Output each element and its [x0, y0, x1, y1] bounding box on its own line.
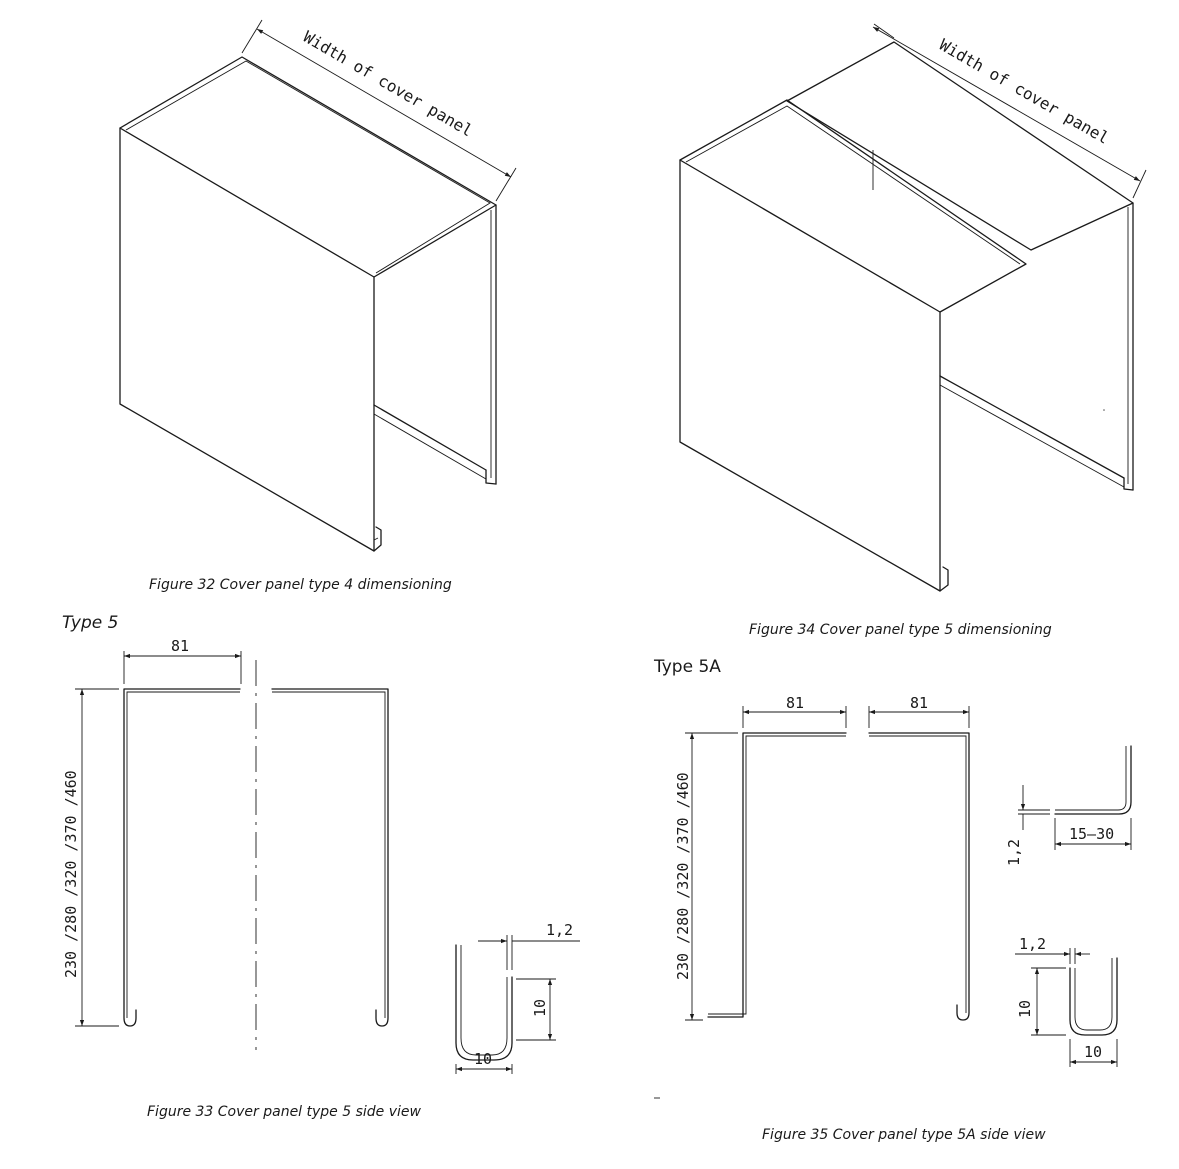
fig35-thickness-top-dim: 1,2	[1005, 839, 1023, 866]
fig35-top-flange-right-dim: 81	[910, 694, 928, 712]
figure-33-type5-side-view: 81 230 /280 /320 /370 /460 1,2 10 10	[62, 637, 580, 1074]
fig33-hook-height-dim: 10	[531, 999, 549, 1017]
type5-heading: Type 5	[62, 613, 118, 633]
fig35-lip-length-dim: 15–30	[1069, 825, 1114, 843]
figure-32-isometric-type4: Width of cover panel	[119, 19, 517, 552]
fig35-heights-dim: 230 /280 /320 /370 /460	[674, 772, 692, 980]
fig35-hook-height-dim: 10	[1016, 1000, 1034, 1018]
fig32-width-label: Width of cover panel	[300, 27, 476, 140]
fig34-caption: Figure 34 Cover panel type 5 dimensionin…	[749, 622, 1052, 638]
fig35-thickness-bottom-dim: 1,2	[1019, 935, 1046, 953]
fig35-caption: Figure 35 Cover panel type 5A side view	[762, 1127, 1046, 1143]
fig33-heights-dim: 230 /280 /320 /370 /460	[62, 770, 80, 978]
fig33-top-flange-dim: 81	[171, 637, 189, 655]
fig33-thickness-dim: 1,2	[546, 921, 573, 939]
fig33-caption: Figure 33 Cover panel type 5 side view	[147, 1104, 422, 1120]
type5a-heading: Type 5A	[653, 657, 721, 677]
fig35-hook-width-dim: 10	[1084, 1043, 1102, 1061]
fig33-hook-width-dim: 10	[474, 1050, 492, 1068]
fig35-top-flange-left-dim: 81	[786, 694, 804, 712]
figure-34-isometric-type5: Width of cover panel	[679, 23, 1147, 592]
fig32-caption: Figure 32 Cover panel type 4 dimensionin…	[149, 577, 452, 593]
fig34-width-label: Width of cover panel	[936, 35, 1112, 148]
figure-35-type5a-side-view: 81 81 230 /280 /320 /370 /460 1,2 15–30	[654, 694, 1132, 1099]
